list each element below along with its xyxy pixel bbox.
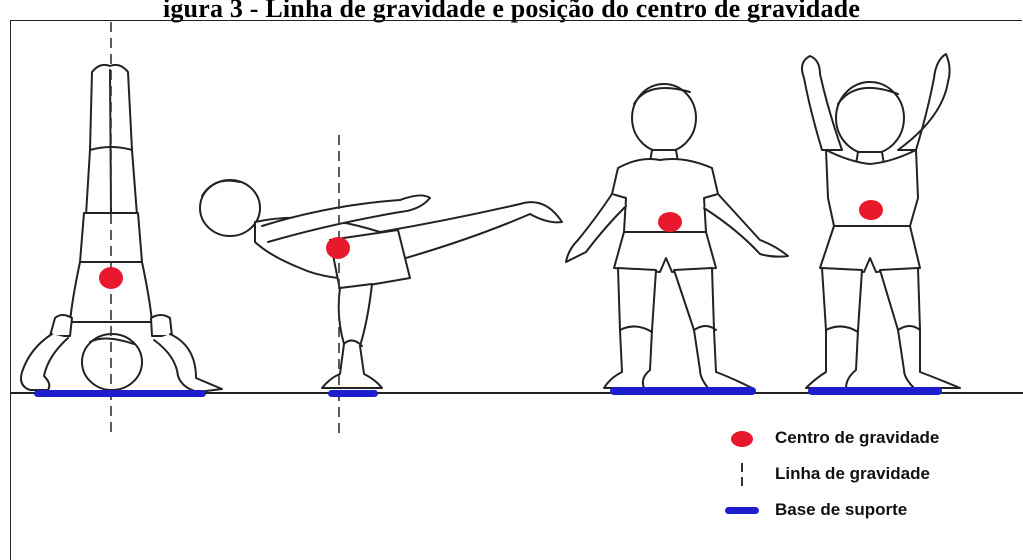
legend-label-center: Centro de gravidade [775,428,939,448]
figure-standing-arms-open [566,84,788,388]
center-of-gravity-figure-1 [99,267,123,289]
red-dot-icon [731,431,753,447]
legend-item-base: Base de suporte [725,492,1020,528]
figure-arabesque [200,180,562,388]
legend: Centro de gravidade Linha de gravidade B… [725,420,1020,528]
center-of-gravity-figure-3 [658,212,682,232]
support-base-figure-1 [34,390,206,397]
legend-label-base: Base de suporte [775,500,907,520]
legend-label-line: Linha de gravidade [775,464,930,484]
legend-item-line: Linha de gravidade [725,456,1020,492]
dashed-line-icon [741,463,743,489]
support-base-figure-4 [808,387,942,395]
figure-standing-arms-up [802,54,960,388]
blue-bar-icon [725,507,759,514]
center-of-gravity-figure-4 [859,200,883,220]
figure-headstand [21,65,222,392]
support-base-figure-2 [328,390,378,397]
support-base-figure-3 [610,387,756,395]
center-of-gravity-figure-2 [326,237,350,259]
legend-item-center: Centro de gravidade [725,420,1020,456]
